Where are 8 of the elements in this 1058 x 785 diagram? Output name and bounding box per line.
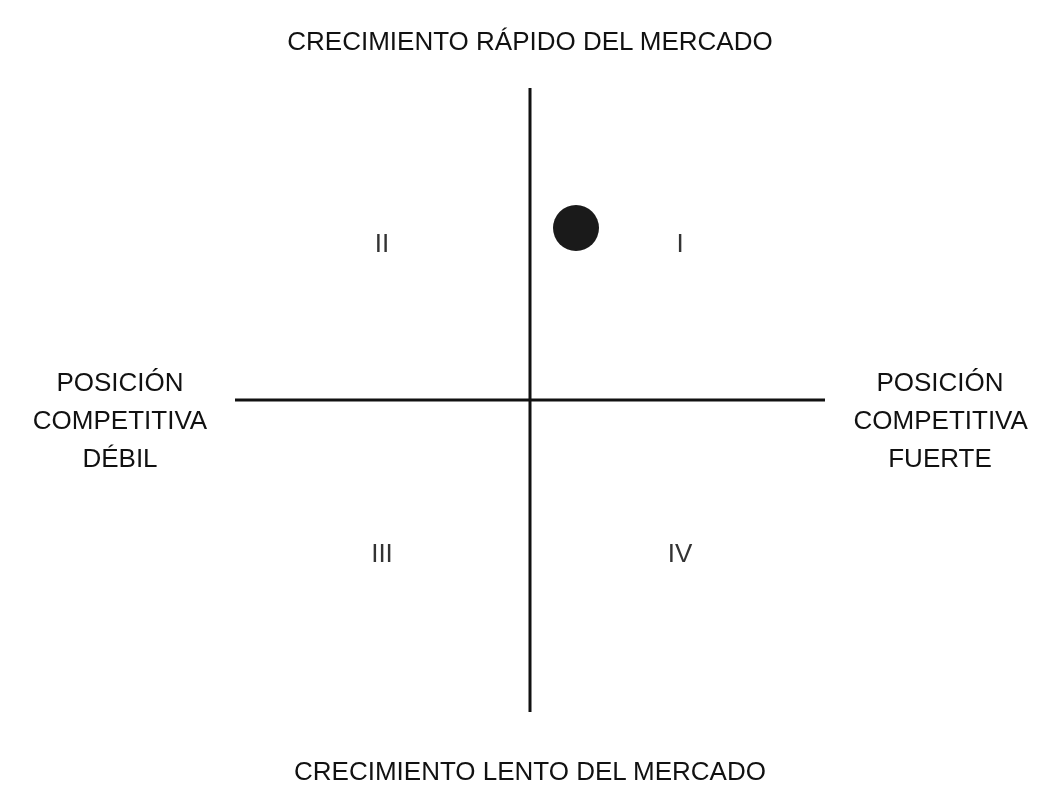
axis-title: POSICIÓN COMPETITIVA DÉBIL xyxy=(31,366,209,475)
axis-title: POSICIÓN COMPETITIVA FUERTE xyxy=(853,366,1027,475)
axis-title: CRECIMIENTO RÁPIDO DEL MERCADO xyxy=(287,25,773,58)
quadrant-number: I xyxy=(676,227,684,260)
quadrant-number: IV xyxy=(667,537,693,570)
quadrant-number: II xyxy=(374,227,390,260)
axis-title: CRECIMIENTO LENTO DEL MERCADO xyxy=(294,755,766,785)
quadrant-number: III xyxy=(371,537,393,570)
